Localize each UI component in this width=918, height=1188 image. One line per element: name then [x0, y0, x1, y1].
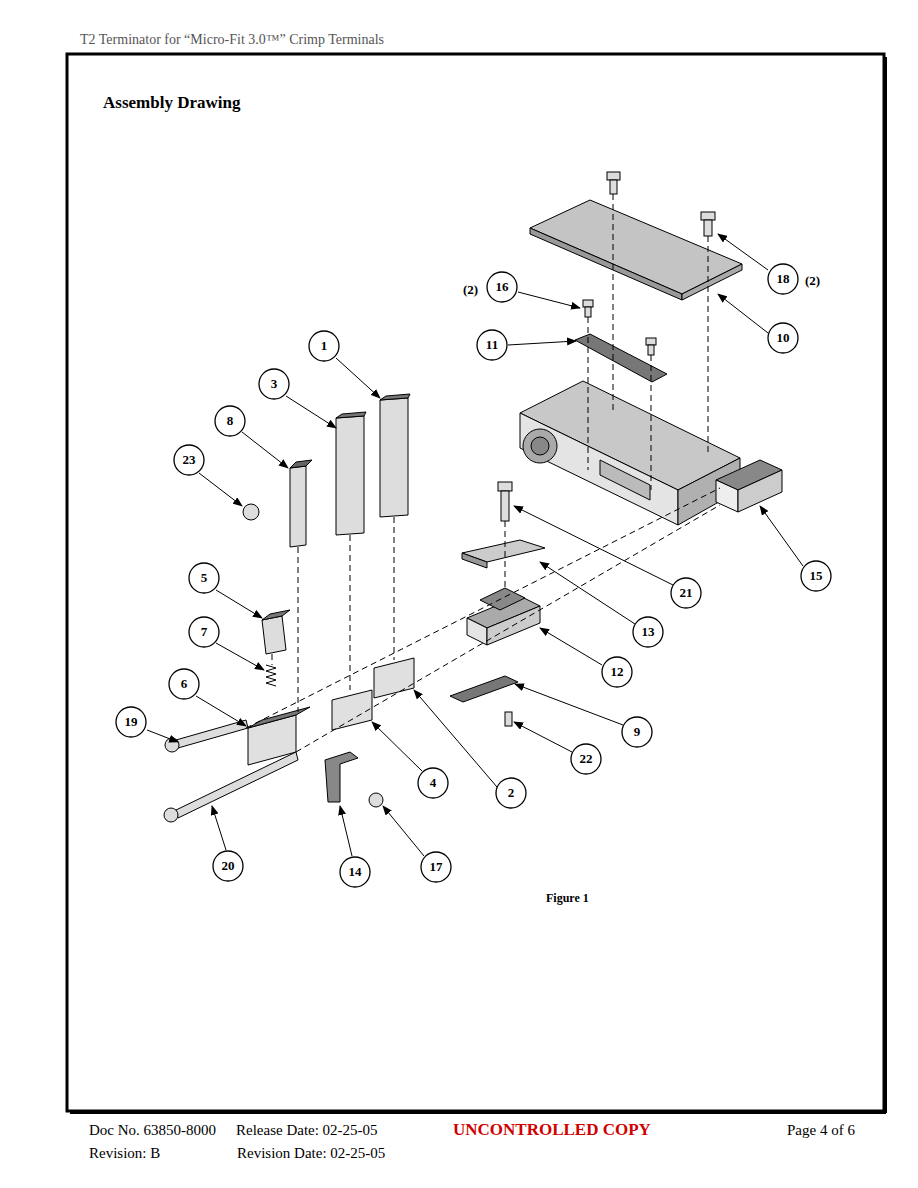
callout-circle: 1 [308, 330, 340, 362]
callout-number: 9 [621, 716, 653, 748]
callout-number: 21 [670, 577, 702, 609]
footer-text: Revision Date: 02-25-05 [237, 1145, 385, 1162]
quantity-note: (2) [805, 273, 820, 289]
callout-number: 2 [495, 777, 527, 809]
callout-number: 6 [168, 668, 200, 700]
callout-circle: 19 [115, 706, 147, 738]
page-frame [67, 54, 884, 1111]
footer-text: Doc No. 63850-8000 [89, 1122, 216, 1139]
callout-number: 22 [570, 743, 602, 775]
callout-circle: 6 [168, 668, 200, 700]
callout-number: 20 [212, 850, 244, 882]
callout-circle: 5 [188, 562, 220, 594]
callout-circle: 20 [212, 850, 244, 882]
callout-circle: 16 [486, 271, 518, 303]
callout-number: 8 [214, 405, 246, 437]
callout-number: 23 [173, 444, 205, 476]
figure-caption: Figure 1 [546, 891, 589, 906]
copy-status: UNCONTROLLED COPY [453, 1120, 651, 1140]
callout-number: 16 [486, 271, 518, 303]
callout-circle: 3 [258, 368, 290, 400]
callout-number: 12 [601, 656, 633, 688]
callout-circle: 11 [476, 329, 508, 361]
callout-number: 1 [308, 330, 340, 362]
callout-circle: 7 [188, 616, 220, 648]
callout-circle: 2 [495, 777, 527, 809]
callout-circle: 22 [570, 743, 602, 775]
callout-circle: 23 [173, 444, 205, 476]
callout-circle: 9 [621, 716, 653, 748]
callout-circle: 13 [632, 616, 664, 648]
quantity-note: (2) [463, 282, 478, 298]
callout-number: 3 [258, 368, 290, 400]
callout-circle: 21 [670, 577, 702, 609]
callout-circle: 15 [800, 560, 832, 592]
drawing-title: Assembly Drawing [103, 93, 240, 113]
callout-number: 17 [420, 851, 452, 883]
callout-number: 13 [632, 616, 664, 648]
callout-number: 19 [115, 706, 147, 738]
footer-text: Release Date: 02-25-05 [236, 1122, 378, 1139]
callout-circle: 8 [214, 405, 246, 437]
callout-number: 5 [188, 562, 220, 594]
footer-text: Page 4 of 6 [787, 1122, 855, 1139]
callout-number: 18 [767, 263, 799, 295]
callout-number: 14 [339, 856, 371, 888]
callout-circle: 18 [767, 263, 799, 295]
page-header: T2 Terminator for “Micro-Fit 3.0™” Crimp… [80, 32, 384, 48]
callout-circle: 10 [767, 322, 799, 354]
callout-number: 11 [476, 329, 508, 361]
callout-number: 7 [188, 616, 220, 648]
callout-number: 10 [767, 322, 799, 354]
callout-number: 15 [800, 560, 832, 592]
callout-circle: 17 [420, 851, 452, 883]
callout-circle: 12 [601, 656, 633, 688]
callout-circle: 14 [339, 856, 371, 888]
footer-text: Revision: B [89, 1145, 160, 1162]
callout-number: 4 [417, 767, 449, 799]
callout-circle: 4 [417, 767, 449, 799]
